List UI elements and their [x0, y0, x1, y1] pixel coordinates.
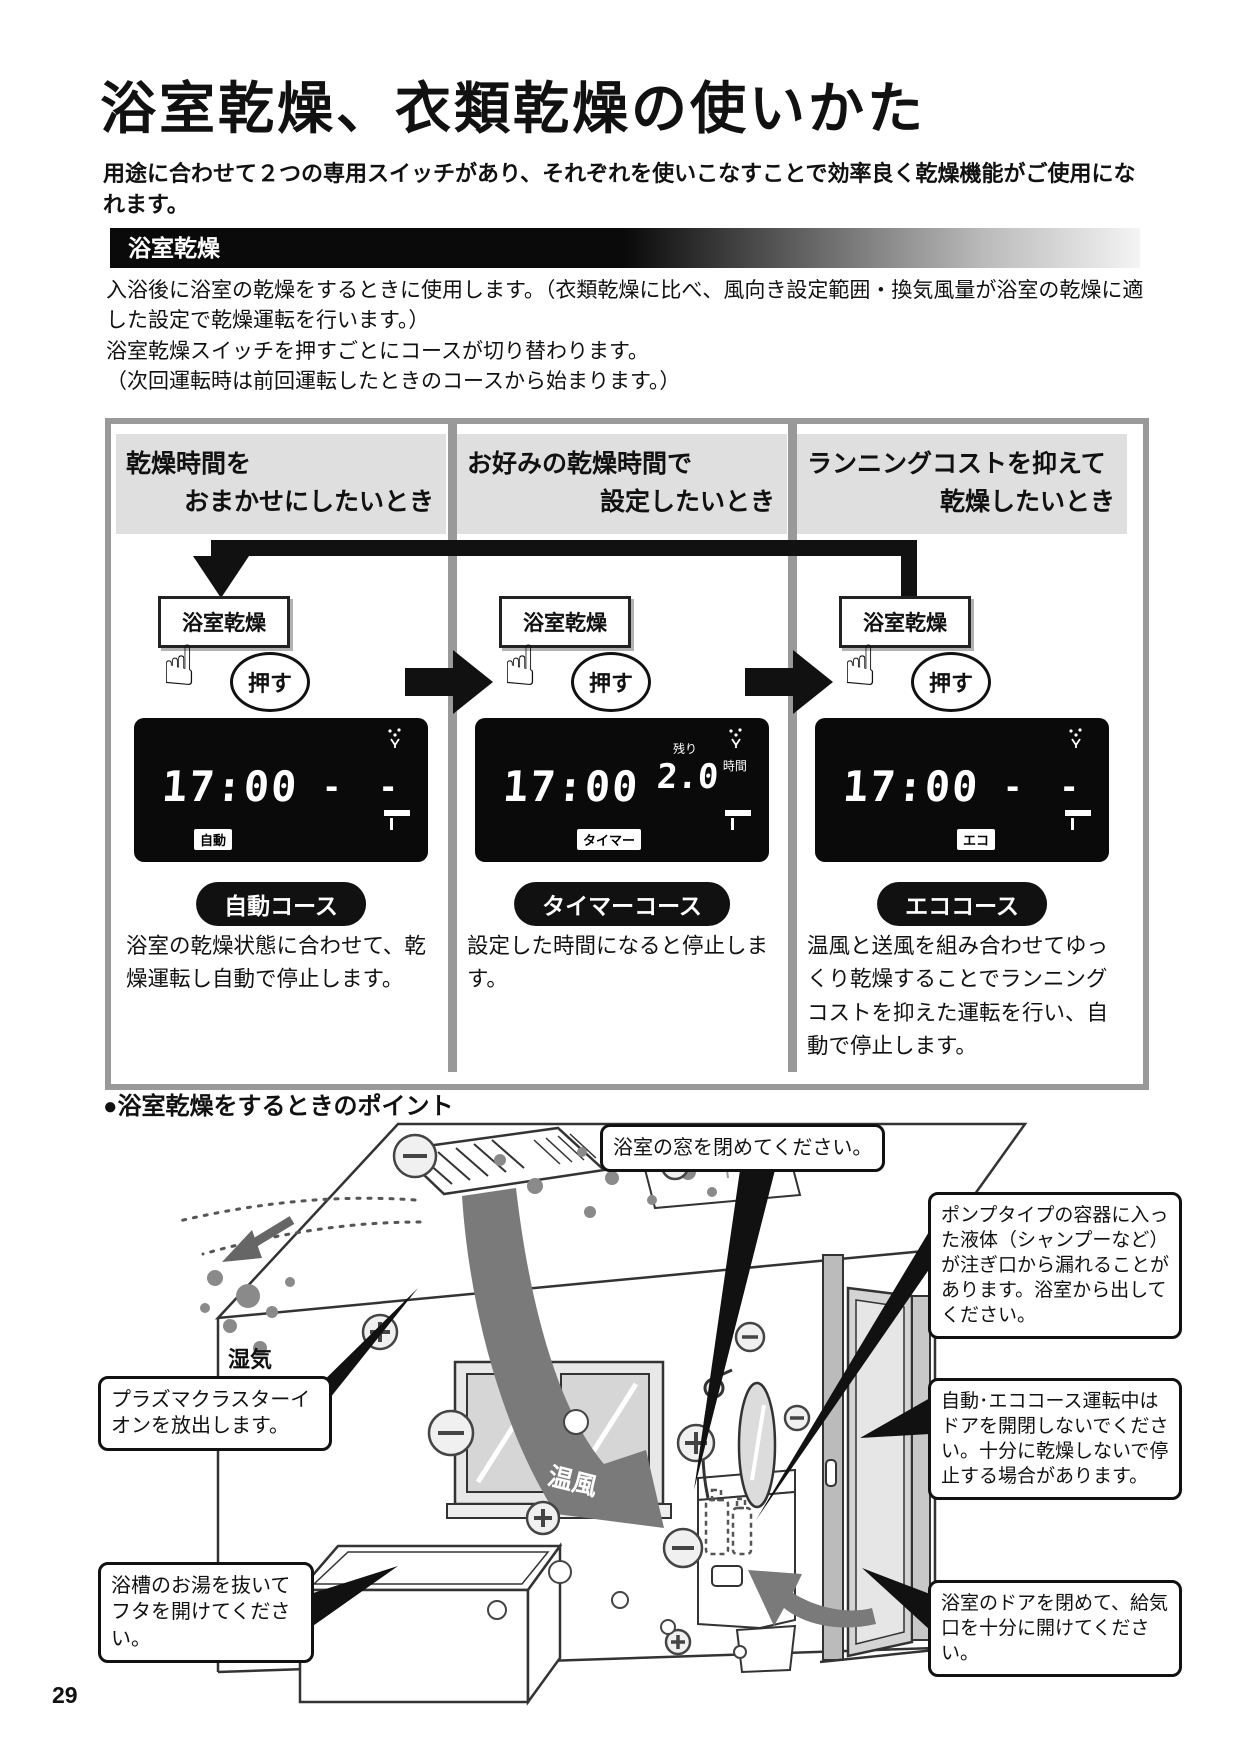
ion-indicator-icon [1069, 728, 1082, 748]
segment-indicator-icon [1065, 810, 1093, 832]
cycle-arrow-bar [901, 540, 917, 598]
callout-keep-door-shut: 自動･エココース運転中はドアを開閉しないでください。十分に乾燥しないで停止する場… [928, 1378, 1182, 1501]
remaining-unit: 時間 [722, 759, 747, 773]
press-badge: 押す [571, 652, 651, 712]
door-handle [825, 1459, 837, 1487]
course-column-timer: お好みの乾燥時間で 設定したいとき 浴室乾燥 ☝ 押す 17:00 残り 2.0… [457, 424, 787, 1072]
minus-ion-icon [427, 1409, 475, 1457]
column-separator [448, 424, 457, 1072]
course-heading: お好みの乾燥時間で 設定したいとき [457, 434, 787, 534]
bath-dry-switch-button: 浴室乾燥 [158, 596, 290, 648]
minus-ion-icon [392, 1133, 438, 1179]
heading-line: 乾燥したいとき [939, 487, 1115, 516]
plus-ion-icon [664, 1628, 692, 1656]
course-description: 浴室の乾燥状態に合わせて、乾燥運転し自動で停止します。 [126, 934, 426, 992]
course-column-eco: ランニングコストを抑えて 乾燥したいとき 浴室乾燥 ☝ 押す 17:00 - -… [797, 424, 1127, 1072]
course-name-badge: 自動コース [196, 882, 366, 926]
segment-indicator-icon [384, 810, 412, 832]
bubbles [487, 1409, 747, 1659]
heading-line: ランニングコストを抑えて [807, 450, 1106, 478]
heading-line: 乾燥時間を [126, 450, 252, 478]
callout-plasmacluster: プラズマクラスターイオンを放出します。 [98, 1376, 332, 1451]
bath-dry-switch-button: 浴室乾燥 [499, 596, 631, 648]
faucet [711, 1565, 743, 1587]
minus-ion-icon [783, 1404, 811, 1432]
warm-air-arrow [462, 1188, 664, 1528]
intro-text: 用途に合わせて２つの専用スイッチがあり、それぞれを使いこなすことで効率良く乾燥機… [103, 161, 1136, 218]
next-course-arrow-icon [405, 650, 493, 714]
paragraph: 入浴後に浴室の乾燥をするときに使用します。（衣類乾燥に比べ、風向き設定範囲・換気… [106, 279, 1144, 333]
lcd-mode-label: 自動 [194, 829, 233, 850]
ion-indicator-icon [388, 728, 401, 748]
bath-dry-course-box: 乾燥時間を おまかせにしたいとき 浴室乾燥 ☝ 押す 17:00 - - 自動 … [105, 418, 1149, 1090]
callout-drain-tub: 浴槽のお湯を抜いてフタを開けてください。 [98, 1562, 314, 1664]
press-badge: 押す [911, 652, 991, 712]
section-body: 入浴後に浴室の乾燥をするときに使用します。（衣類乾燥に比べ、風向き設定範囲・換気… [106, 276, 1148, 398]
minus-ion-icon [662, 1527, 704, 1569]
exhaust-dashed-path [173, 1196, 422, 1256]
cycle-arrow-head-icon [193, 556, 249, 598]
lcd-display: 17:00 残り 2.0 時間 タイマー [475, 718, 769, 862]
segment-indicator-icon [725, 810, 753, 832]
page-title: 浴室乾燥、衣類乾燥の使いかた [100, 77, 926, 140]
pointing-hand-icon: ☝ [843, 634, 878, 697]
plus-ion-icon [525, 1500, 561, 1536]
lcd-dashes: - - [322, 768, 407, 806]
shampoo-bottles [704, 1488, 753, 1556]
minus-ion-icon [734, 1321, 766, 1353]
ion-indicator-icon [729, 728, 742, 748]
paragraph: 浴室乾燥スイッチを押すごとにコースが切り替わります。 [106, 339, 649, 363]
points-heading: ●浴室乾燥をするときのポイント [103, 1093, 454, 1120]
callout-pump-bottles: ポンプタイプの容器に入った液体（シャンプーなど）が注ぎ口から漏れることがあります… [928, 1192, 1182, 1340]
moisture-label: 湿気 [228, 1347, 273, 1372]
course-heading: ランニングコストを抑えて 乾燥したいとき [797, 434, 1127, 534]
lcd-display: 17:00 - - 自動 [134, 718, 428, 862]
paragraph: （次回運転時は前回運転したときのコースから始まります。） [106, 370, 681, 394]
mirror [737, 1381, 777, 1509]
section-header-bar: 浴室乾燥 [110, 228, 1140, 268]
bathroom-door [819, 1254, 936, 1664]
lcd-remaining-time: 残り 2.0 時間 [656, 740, 747, 797]
page-number: 29 [52, 1682, 78, 1708]
lcd-mode-label: タイマー [577, 829, 642, 850]
remaining-label: 残り [673, 742, 698, 756]
exhaust-arrow-icon [222, 1216, 295, 1262]
callout-open-intake: 浴室のドアを閉めて、給気口を十分に開けてください。 [928, 1580, 1182, 1678]
course-column-auto: 乾燥時間を おまかせにしたいとき 浴室乾燥 ☝ 押す 17:00 - - 自動 … [116, 424, 446, 1072]
bath-dry-switch-button: 浴室乾燥 [839, 596, 971, 648]
pointing-hand-icon: ☝ [503, 634, 538, 697]
course-name-badge: タイマーコース [514, 882, 730, 926]
bathtub [297, 1542, 563, 1706]
course-description: 設定した時間になると停止します。 [467, 934, 769, 992]
course-heading: 乾燥時間を おまかせにしたいとき [116, 434, 446, 534]
heading-line: 設定したいとき [599, 487, 775, 516]
lcd-mode-label: エコ [957, 829, 996, 850]
course-name-badge: エココース [877, 882, 1047, 926]
course-description: 温風と送風を組み合わせてゆっくり乾燥することでランニングコストを抑えた運転を行い… [807, 934, 1109, 1058]
callout-close-window: 浴室の窓を閉めてください。 [600, 1124, 886, 1173]
press-badge: 押す [230, 652, 310, 712]
lcd-dashes: - - [1003, 768, 1088, 806]
intake-air-arrow [748, 1570, 876, 1628]
cycle-arrow-bar [211, 540, 917, 556]
lcd-display: 17:00 - - エコ [815, 718, 1109, 862]
next-course-arrow-icon [745, 650, 833, 714]
pointing-hand-icon: ☝ [162, 634, 197, 697]
callout-leaders [306, 1170, 930, 1630]
heading-line: おまかせにしたいとき [183, 487, 434, 516]
column-separator [788, 424, 797, 1072]
heading-line: お好みの乾燥時間で [467, 450, 693, 478]
